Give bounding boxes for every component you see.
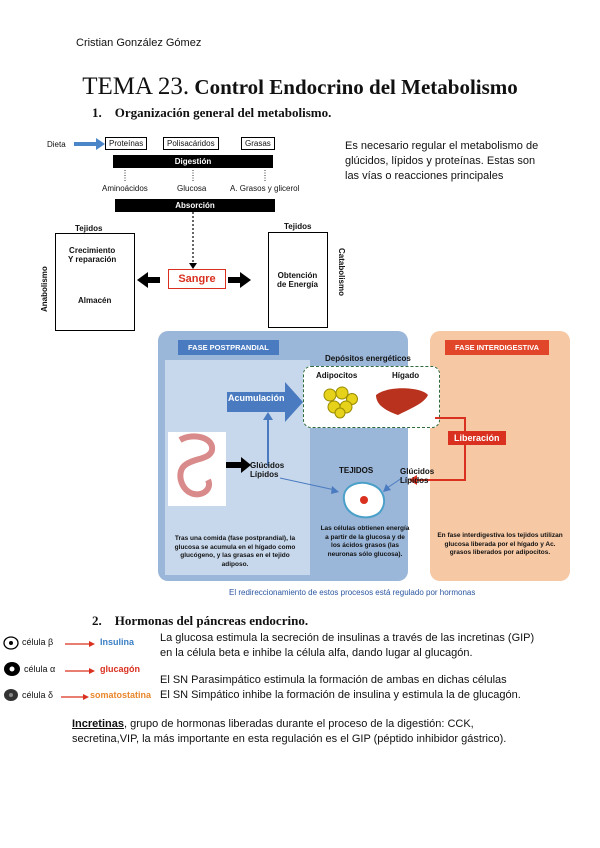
section1-title: Organización general del metabolismo. [114,105,332,120]
section1-number: 1. [92,105,102,120]
fase-interdigestiva-tab: FASE INTERDIGESTIVA [445,340,550,355]
glucidos-lipidos-left: Glúcidos Lípidos [250,461,285,479]
incretinas-paragraph: Incretinas, grupo de hormonas liberadas … [72,717,532,747]
crecimiento-label: Crecimiento Y reparación [68,246,117,264]
product-glucosa: Glucosa [177,184,207,193]
figure-arrows [225,382,466,494]
catabolism-box: Obtención de Energía [268,232,328,328]
nutrient-polisacaridos: Polisacáridos [163,137,219,150]
title-text: Control Endocrino del Metabolismo [194,75,518,99]
delta-cell-label: célula δ [22,690,54,700]
product-grasos: A. Grasos y glicerol [230,184,300,193]
somatostatina-label: somatostatina [90,690,152,700]
acumulacion-label: Acumulación [228,393,285,403]
anabolism-box: Crecimiento Y reparación Almacén [55,233,135,331]
section1-paragraph: Es necesario regular el metabolismo de g… [345,140,539,182]
fase-postprandial-tab: FASE POSTPRANDIAL [178,340,279,355]
section2-paragraph2: El SN Parasimpático estimula la formació… [160,674,507,686]
nutrient-proteinas: Proteínas [105,137,148,150]
beta-arrow [65,641,95,647]
section2-title: Hormonas del páncreas endocrino. [114,613,309,628]
insulina-label: Insulina [100,637,135,647]
depositos-label: Depósitos energéticos [325,354,411,363]
incretinas-term: Incretinas [72,718,124,730]
section2-paragraph1: La glucosa estimula la secreción de insu… [160,632,535,659]
sangre-arrows [137,212,251,288]
adipocytes-icon [323,386,358,419]
dieta-arrow [74,138,105,150]
almacen-label: Almacén [78,296,112,305]
dieta-label: Dieta [47,140,66,149]
absorcion-bar: Absorción [115,199,275,212]
beta-cell-icon [3,636,19,650]
alpha-arrow [65,668,95,674]
intestine-icon [168,432,226,506]
title-prefix: TEMA 23. [82,73,190,100]
caption-tejidos: Las células obtienen energía a partir de… [320,525,410,558]
cell-icon [342,481,386,519]
section2-heading: 2. Hormonas del páncreas endocrino. [92,613,308,629]
liver-icon [376,388,428,415]
sangre-box: Sangre [168,269,226,289]
interdigestive-panel [430,331,570,581]
depositos-box: Adipocitos Hígado [303,366,440,428]
glucagon-label: glucagón [100,664,140,674]
higado-label: Hígado [392,371,420,380]
adipocitos-label: Adipocitos [316,371,358,380]
tejidos-figure-label: TEJIDOS [339,466,374,475]
section2-number: 2. [92,613,102,628]
digestion-bar: Digestión [113,155,273,168]
incretinas-text: , grupo de hormonas liberadas durante el… [72,718,507,745]
caption-postprandial: Tras una comida (fase postprandial), la … [174,535,296,568]
figure-footer: El redireccionamiento de estos procesos … [229,588,476,597]
delta-arrow [61,694,89,700]
glucidos-lipidos-right: Glúcidos Lípidos [400,467,435,485]
alpha-cell-icon [4,662,20,676]
product-aminoacidos: Aminoácidos [102,184,148,193]
caption-interdigestiva: En fase interdigestiva los tejidos utili… [437,532,563,556]
beta-cell-label: célula β [22,637,54,647]
section1-heading: 1. Organización general del metabolismo. [92,105,331,121]
delta-cell-icon [4,689,18,701]
page-title: TEMA 23. Control Endocrino del Metabolis… [0,73,600,101]
nutrient-grasas: Grasas [241,137,275,150]
section2-paragraph3: El SN Simpático inhibe la formación de i… [160,689,521,701]
tejidos-left-label: Tejidos [75,224,103,233]
digestion-arrows [124,170,266,182]
author-name: Cristian González Gómez [76,37,202,49]
obtencion-label: Obtención de Energía [277,271,318,289]
liberacion-label: Liberación [448,431,506,445]
tejidos-right-label: Tejidos [284,222,312,231]
alpha-cell-label: célula α [24,664,56,674]
metabolism-diagram: Dieta Proteínas Polisacáridos Grasas Dig… [0,130,346,331]
